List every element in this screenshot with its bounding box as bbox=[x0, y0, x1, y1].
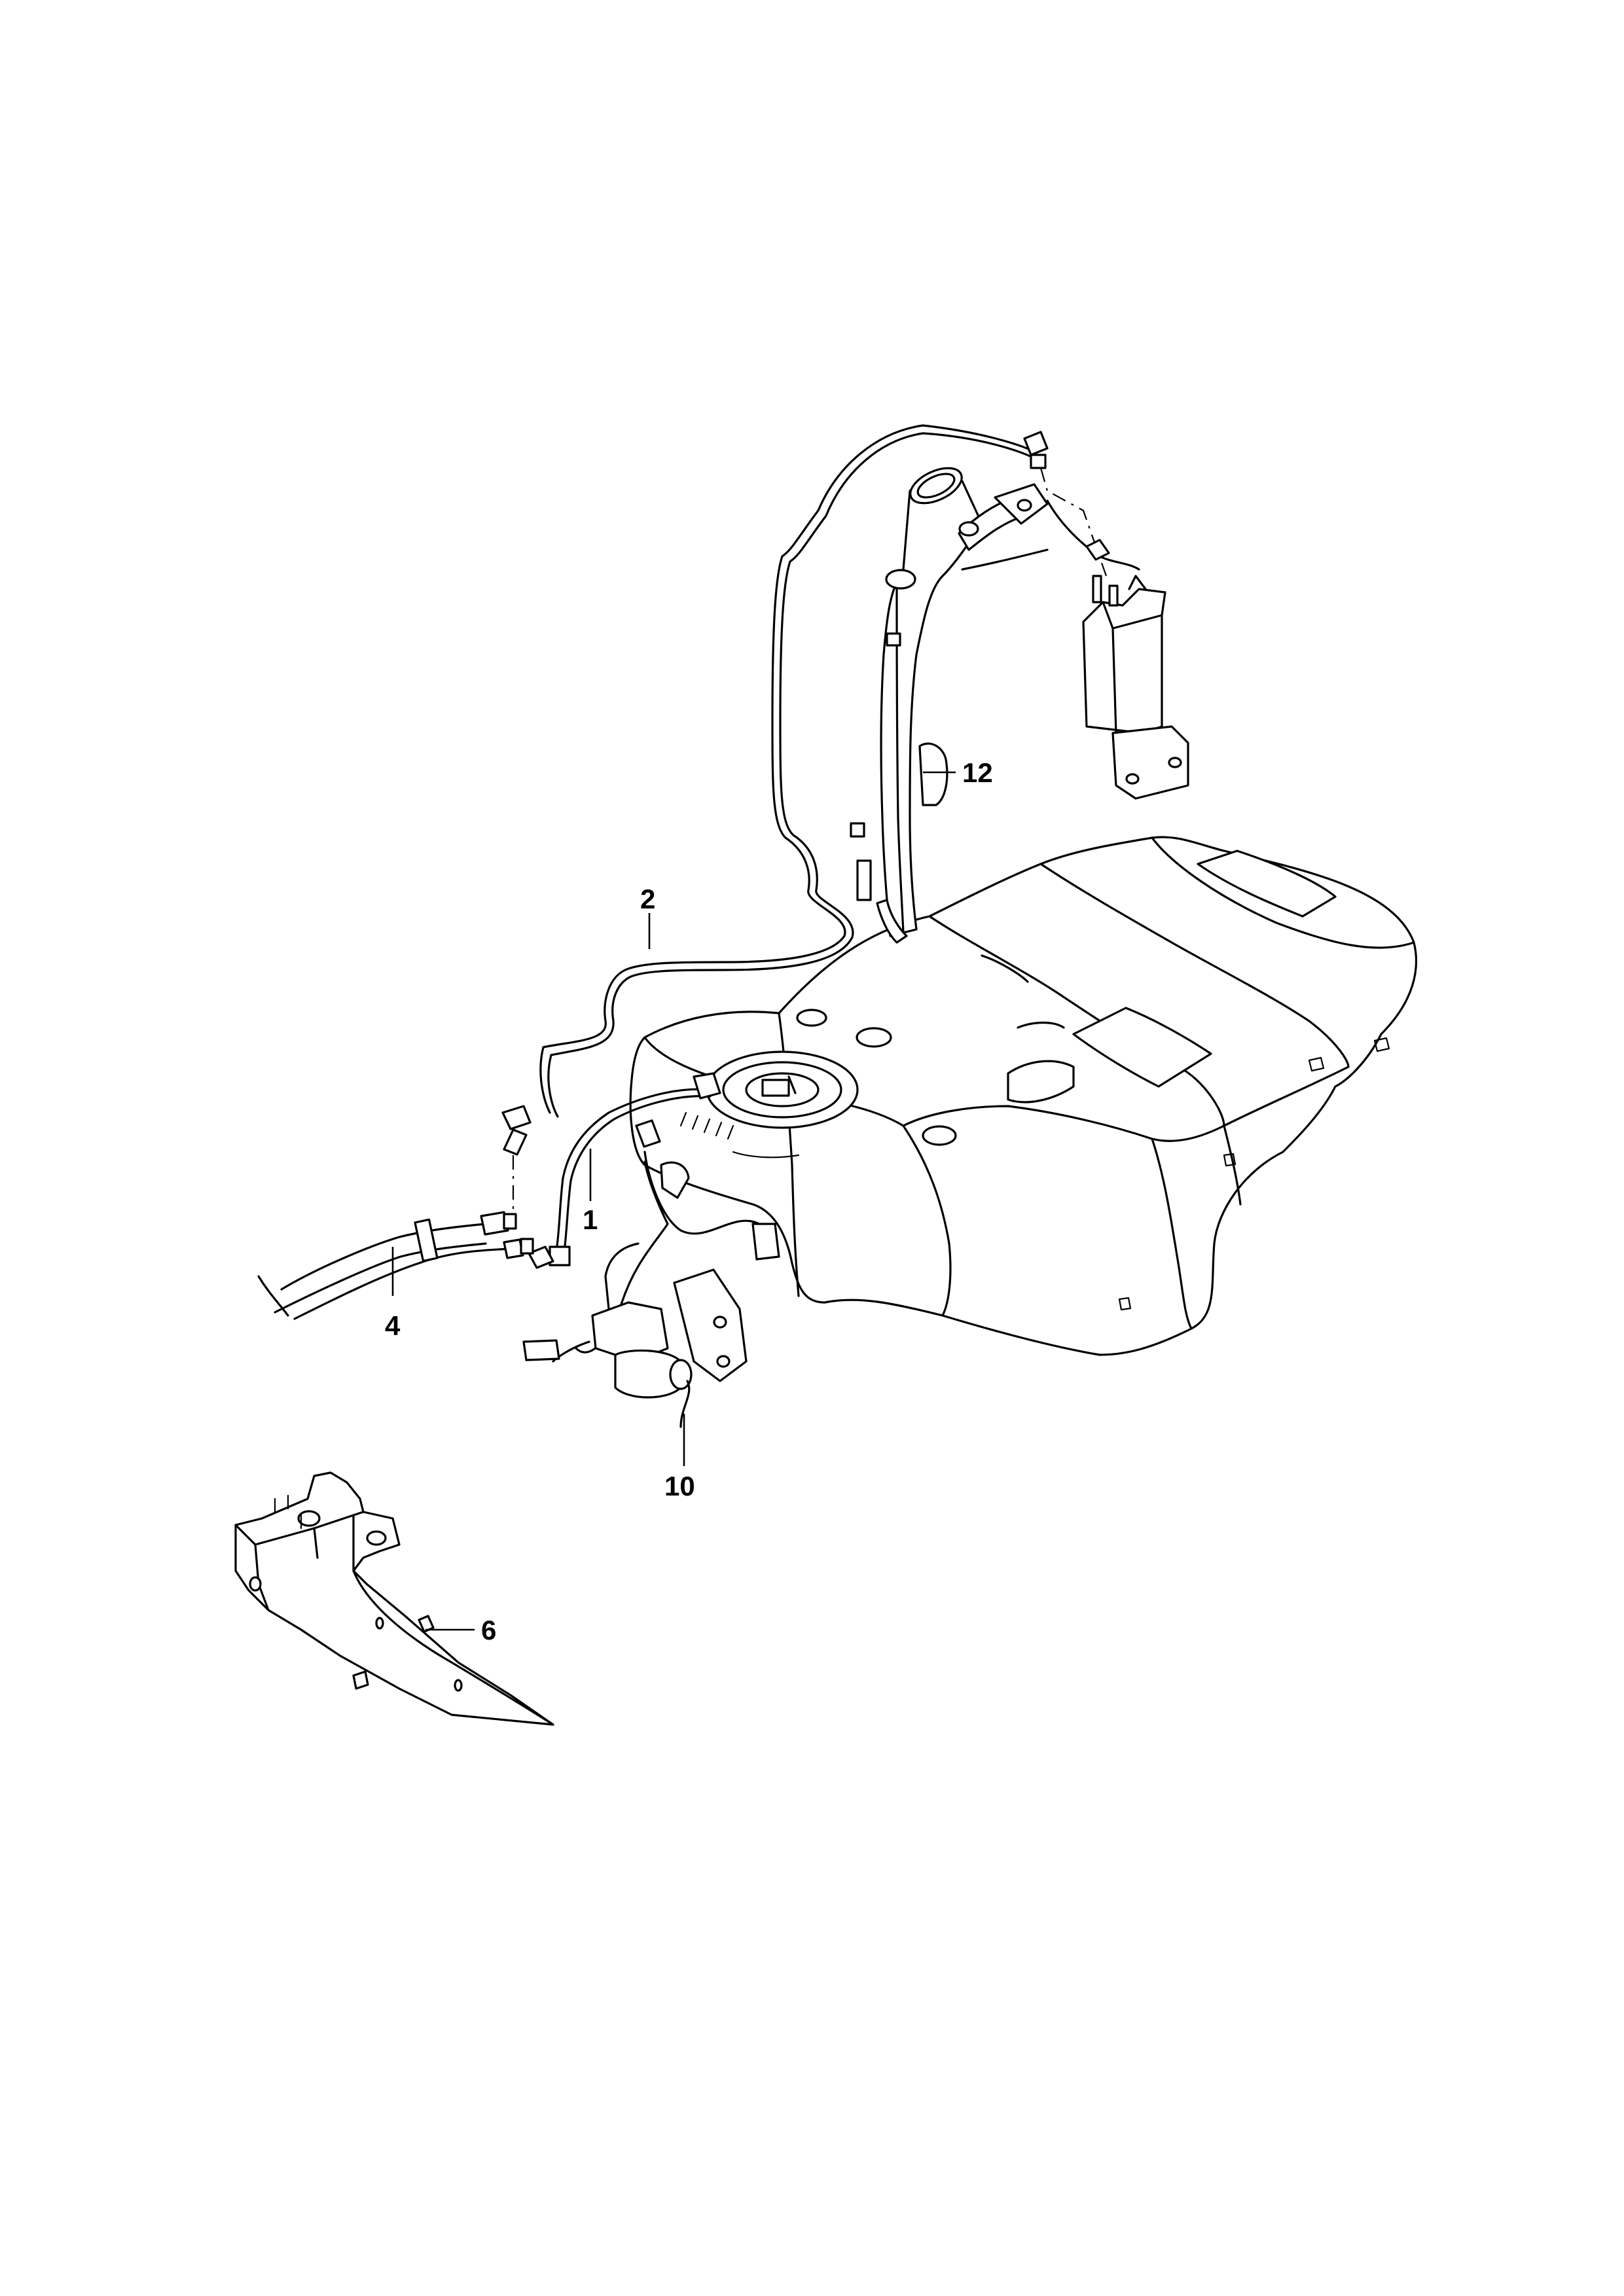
callout-10: 10 bbox=[664, 1471, 695, 1501]
callout-6: 6 bbox=[481, 1615, 496, 1645]
callout-1: 1 bbox=[583, 1204, 598, 1235]
callout-2: 2 bbox=[640, 884, 655, 914]
fuel-tank bbox=[629, 836, 1418, 1356]
charcoal-canister bbox=[1082, 575, 1189, 800]
fuel-filter-assembly bbox=[522, 1119, 780, 1428]
fuel-supply-lines bbox=[257, 1211, 534, 1320]
callout-4: 4 bbox=[385, 1310, 401, 1341]
heat-shield-bracket bbox=[234, 1471, 554, 1726]
filler-neck bbox=[850, 467, 1049, 944]
vent-line bbox=[501, 424, 1140, 1217]
feed-line bbox=[528, 1072, 721, 1269]
callout-12: 12 bbox=[962, 757, 993, 788]
callout-leaders bbox=[391, 771, 956, 1631]
